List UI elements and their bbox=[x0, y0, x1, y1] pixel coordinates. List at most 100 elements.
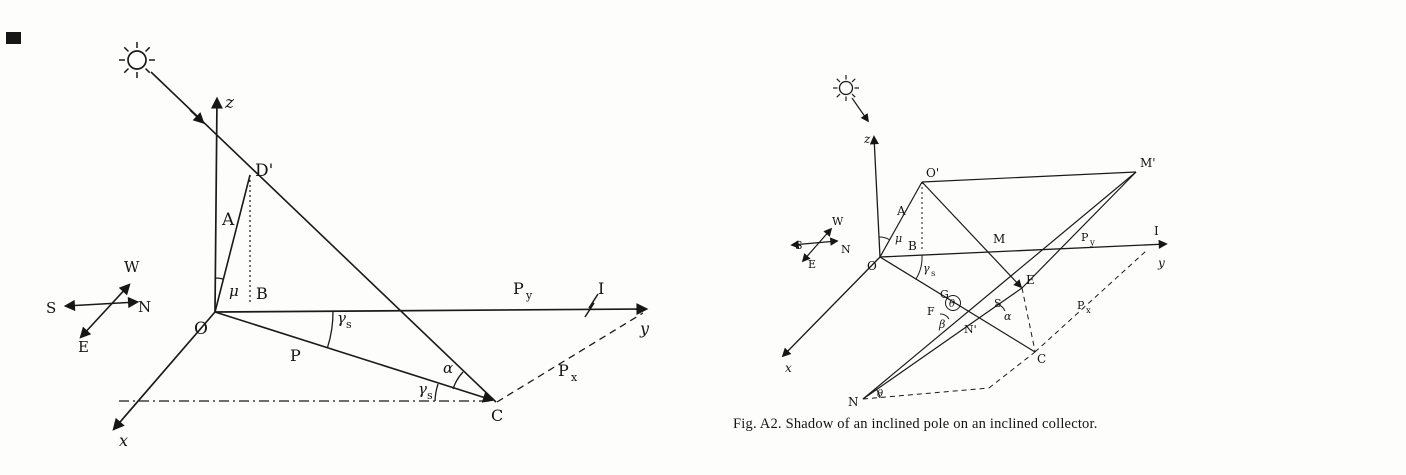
line-oprime-mprime bbox=[921, 171, 1137, 183]
collector-edge-mprime-n bbox=[862, 171, 1137, 400]
sun-ray-arrow bbox=[851, 97, 869, 123]
mu-angle-arc bbox=[215, 277, 224, 280]
point-o-prime-label: O' bbox=[926, 166, 939, 180]
point-s-label: S bbox=[994, 297, 1002, 310]
gamma-s-angle-arc-c bbox=[434, 383, 439, 402]
alpha-angle-arc bbox=[452, 371, 464, 390]
gamma-s-c-label-base: γ bbox=[418, 380, 427, 398]
dashed-base-n bbox=[862, 387, 990, 400]
origin-o-label: O bbox=[194, 319, 208, 339]
z-axis-label: z bbox=[863, 132, 871, 146]
gamma-s-label-sub: s bbox=[931, 269, 935, 279]
sun-shadow-geometry-diagram: W S N E z D' A μ B P y I y O P γ s α γ s… bbox=[6, 32, 650, 450]
x-axis bbox=[781, 256, 881, 358]
point-c-label: C bbox=[1037, 352, 1046, 366]
gamma-s-angle-arc-origin bbox=[326, 310, 334, 349]
gamma-s-c-label-sub: s bbox=[427, 389, 433, 402]
z-axis-label: z bbox=[224, 93, 235, 113]
x-axis-label: x bbox=[119, 431, 128, 450]
z-axis bbox=[869, 135, 881, 258]
compass-rose: W S N E bbox=[46, 258, 151, 356]
theta-angle-label-n: θ bbox=[877, 389, 883, 400]
py-label-sub: y bbox=[1089, 238, 1095, 248]
theta-angle-arc-n bbox=[875, 388, 881, 399]
dashed-c-to-y-axis bbox=[1034, 250, 1147, 353]
beta-angle-arc bbox=[939, 313, 950, 320]
sun-icon bbox=[833, 75, 859, 101]
point-d-prime-label: D' bbox=[255, 161, 273, 181]
px-label-sub: x bbox=[571, 371, 578, 384]
compass-w-label: W bbox=[832, 215, 844, 228]
point-e-label: E bbox=[1026, 273, 1035, 287]
compass-sn-axis bbox=[63, 296, 140, 312]
gamma-s-label-base: γ bbox=[923, 262, 930, 275]
beta-angle-label: β bbox=[938, 318, 945, 331]
sun-rays bbox=[119, 42, 155, 78]
shadow-line-o-c bbox=[879, 256, 1036, 353]
gamma-s-angle-arc bbox=[915, 254, 923, 280]
compass-e-label: E bbox=[78, 338, 89, 356]
point-b-label: B bbox=[908, 239, 917, 253]
alpha-angle-label: α bbox=[443, 359, 453, 377]
gamma-s-origin-label-base: γ bbox=[337, 309, 346, 327]
scan-artifact bbox=[6, 32, 21, 44]
compass-s-label: S bbox=[46, 299, 56, 317]
sun-disc bbox=[127, 50, 147, 70]
point-i-label: I bbox=[1154, 224, 1159, 238]
point-f-label: F bbox=[927, 305, 935, 318]
pole-length-a-label: A bbox=[221, 210, 235, 230]
sun-rays bbox=[833, 75, 859, 101]
px-label-sub: x bbox=[1086, 306, 1091, 316]
gamma-s-origin-label-sub: s bbox=[346, 318, 352, 331]
theta-angle-label-g: θ bbox=[949, 299, 955, 310]
y-axis bbox=[879, 239, 1168, 258]
compass-n-label: N bbox=[841, 243, 851, 256]
shadow-p-label: P bbox=[290, 346, 301, 365]
origin-o-label: O bbox=[867, 259, 877, 273]
point-m-label: M bbox=[993, 232, 1005, 246]
shadow-vector-OC bbox=[214, 311, 495, 403]
sun-disc bbox=[838, 80, 854, 96]
point-m-prime-label: M' bbox=[1140, 156, 1156, 170]
dashed-base-c bbox=[988, 351, 1036, 389]
compass-e-label: E bbox=[808, 258, 816, 271]
compass-rose: W S N E bbox=[790, 215, 851, 271]
ray-through-pole-tip bbox=[921, 181, 1023, 289]
px-dashed-line bbox=[496, 312, 644, 403]
py-label-base: P bbox=[513, 279, 524, 298]
py-label-base: P bbox=[1081, 231, 1089, 244]
pole-length-a-label: A bbox=[896, 204, 906, 218]
mu-angle-label: μ bbox=[895, 232, 902, 245]
x-axis bbox=[112, 311, 216, 431]
compass-ew-axis bbox=[79, 283, 131, 339]
alpha-angle-label: α bbox=[1004, 310, 1012, 323]
point-n-prime-label: N' bbox=[964, 323, 977, 336]
sun-icon bbox=[119, 42, 155, 78]
theta-angle-circle-g bbox=[945, 295, 961, 311]
dashed-e-c bbox=[1021, 287, 1036, 352]
pole-line-OA bbox=[879, 181, 923, 258]
sun-ray-line bbox=[150, 71, 497, 403]
sun-ray-arrowhead bbox=[189, 109, 205, 124]
py-label-sub: y bbox=[525, 289, 533, 302]
line-mprime-e bbox=[1021, 171, 1137, 289]
compass-n-label: N bbox=[138, 298, 151, 316]
px-label-base: P bbox=[558, 361, 569, 380]
compass-w-label: W bbox=[124, 258, 140, 276]
compass-ew-axis bbox=[801, 227, 833, 263]
collector-edge-n-e bbox=[862, 287, 1023, 400]
inclined-pole-collector-diagram: W S N E z O' A μ B O M P y I y M' γ s E … bbox=[781, 75, 1168, 409]
point-g-label: G bbox=[940, 288, 949, 301]
axis-break-symbol bbox=[584, 293, 599, 318]
mu-angle-arc bbox=[878, 236, 891, 241]
y-axis bbox=[214, 303, 649, 316]
px-label-base: P bbox=[1077, 299, 1085, 312]
y-axis-label: y bbox=[639, 319, 650, 338]
compass-s-label: S bbox=[795, 239, 803, 252]
point-c-label: C bbox=[491, 406, 503, 425]
point-n-label: N bbox=[848, 395, 859, 409]
z-axis bbox=[210, 96, 223, 313]
point-b-label: B bbox=[256, 284, 268, 303]
point-i-label: I bbox=[598, 279, 604, 298]
